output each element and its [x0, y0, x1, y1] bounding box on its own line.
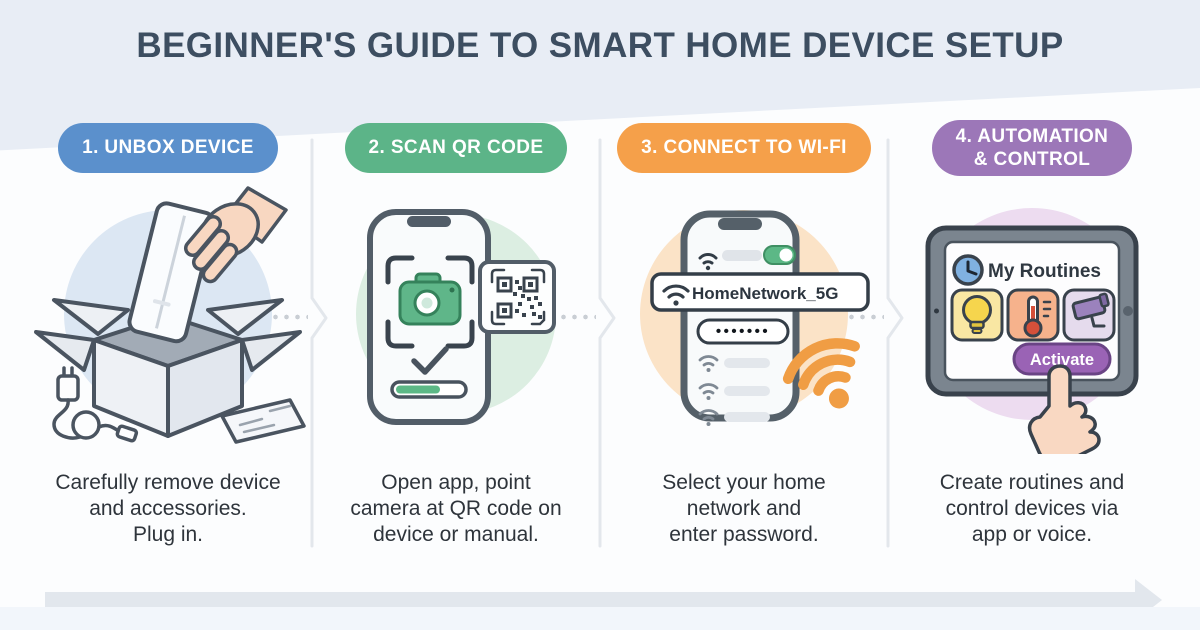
device-tiles [950, 288, 1116, 342]
step-1-header: 1. UNBOX DEVICE [58, 112, 278, 184]
progress-bar-fill [396, 385, 440, 394]
step-3-pill: 3. CONNECT TO WI-FI [617, 123, 871, 173]
step-1-description: Carefully remove device and accessories.… [55, 471, 281, 546]
steps-row: 1. UNBOX DEVICE [24, 112, 1176, 548]
qr-code-pattern [496, 276, 542, 319]
step-unbox-device: 1. UNBOX DEVICE [24, 112, 312, 548]
step-3-description: Select your home network and enter passw… [662, 471, 826, 546]
power-plug-cable-icon [52, 366, 139, 443]
automation-illustration: My Routines [925, 208, 1139, 454]
step-2-pill: 2. SCAN QR CODE [344, 123, 568, 173]
wifi-icon [698, 253, 718, 271]
viewfinder-frame-icon [385, 255, 475, 349]
hand-icon [183, 186, 288, 284]
tablet-camera-dot [934, 308, 939, 314]
dotted-connector-3 [846, 314, 884, 320]
password-field: ••••••• [696, 318, 790, 345]
step-scan-qr-code: 2. SCAN QR CODE [312, 112, 600, 548]
wifi-illustration: HomeNetwork_5G ••••••• [640, 210, 870, 426]
phone-notch [718, 218, 762, 230]
network-list-rows [698, 355, 770, 426]
open-box-front [92, 338, 244, 438]
step-connect-wifi: 3. CONNECT TO WI-FI [600, 112, 888, 548]
step-3-header: 3. CONNECT TO WI-FI [617, 112, 871, 184]
dotted-connector-2 [558, 314, 596, 320]
step-2-header: 2. SCAN QR CODE [344, 112, 568, 184]
page-title: BEGINNER'S GUIDE TO SMART HOME DEVICE SE… [136, 26, 1064, 65]
routines-title: My Routines [988, 261, 1101, 282]
pointer-hand-icon [1027, 364, 1101, 454]
camera-icon [398, 272, 462, 326]
clock-icon [952, 254, 984, 286]
wifi-status-row [698, 245, 796, 271]
qr-scan-illustration [356, 209, 556, 425]
step-automation-control: 4. AUTOMATION & CONTROL My Routines [888, 112, 1176, 548]
tablet-home-button [1123, 306, 1133, 316]
wifi-signal-icon [782, 338, 860, 409]
unbox-illustration [34, 186, 306, 444]
placeholder-bar [722, 250, 762, 261]
step-4-header: 4. AUTOMATION & CONTROL [931, 112, 1133, 184]
qr-code-card-icon [478, 260, 556, 334]
progress-arrow [45, 592, 1135, 607]
toggle-on-icon [763, 245, 796, 265]
dotted-connector-1 [270, 314, 308, 320]
step-4-description: Create routines and control devices via … [939, 471, 1125, 546]
step-1-pill: 1. UNBOX DEVICE [58, 123, 278, 173]
wifi-icon [662, 284, 690, 306]
light-bulb-icon [962, 295, 992, 334]
checkmark-icon [411, 346, 449, 375]
activate-label: Activate [1030, 351, 1094, 369]
progress-bar [390, 380, 468, 399]
phone-notch [407, 216, 451, 227]
step-2-description: Open app, point camera at QR code on dev… [350, 471, 562, 546]
manual-leaflet-icon [220, 398, 306, 444]
password-dots: ••••••• [716, 323, 770, 340]
footer-strip [0, 607, 1200, 630]
activate-button: Activate [1012, 342, 1112, 376]
step-4-pill: 4. AUTOMATION & CONTROL [931, 119, 1133, 177]
network-name: HomeNetwork_5G [692, 284, 838, 303]
thermostat-icon [1023, 295, 1052, 338]
network-callout: HomeNetwork_5G [650, 272, 870, 312]
security-camera-icon [1071, 292, 1110, 328]
